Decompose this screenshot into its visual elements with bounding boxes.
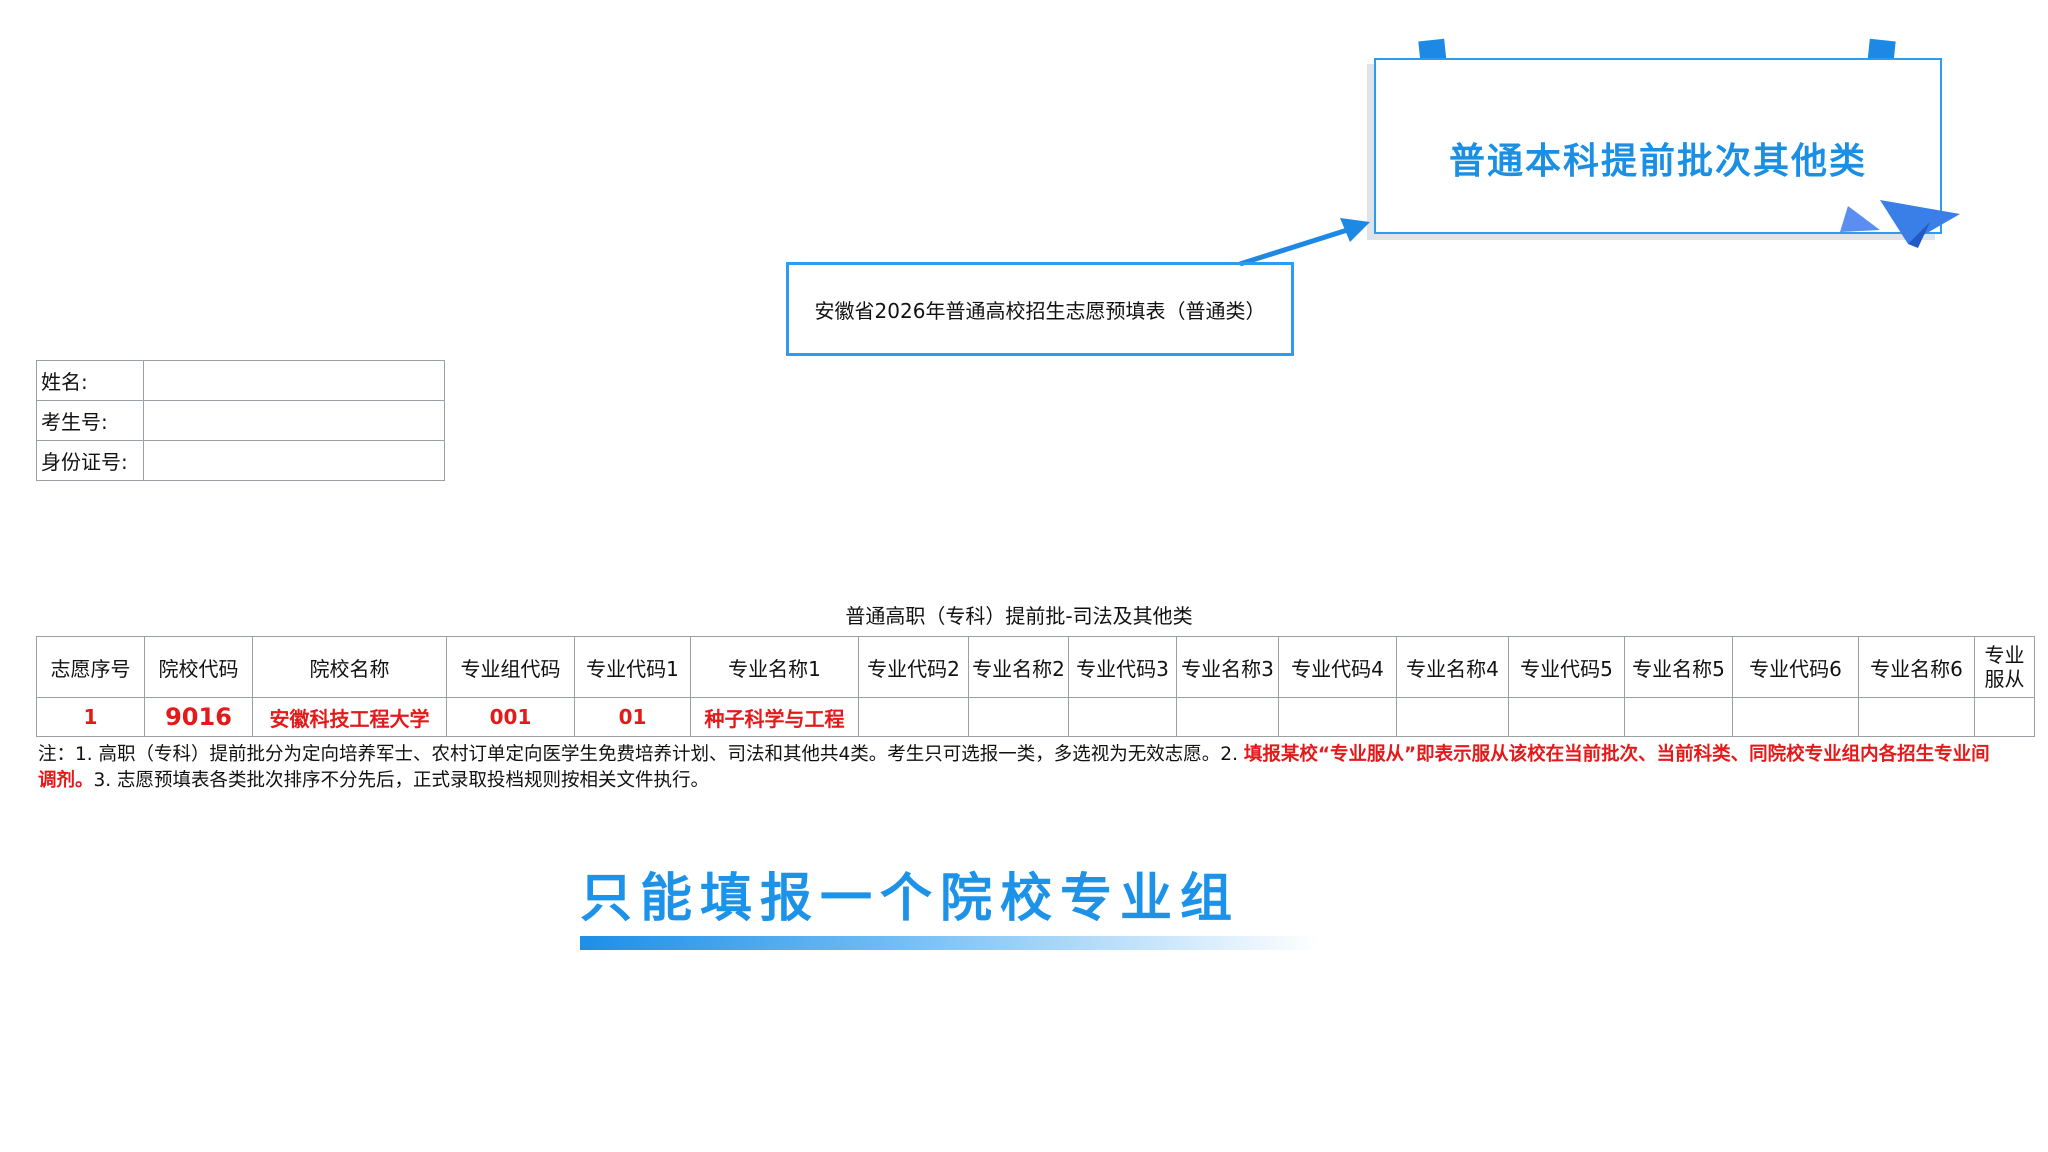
personal-info-table: 姓名: 考生号: 身份证号: — [36, 360, 445, 481]
paper-plane-icon — [1880, 200, 1960, 244]
major-code-6-cell[interactable] — [1732, 697, 1859, 737]
column-header: 专业代码5 — [1508, 636, 1625, 698]
exam-id-field[interactable] — [143, 400, 445, 441]
major-group-code-cell[interactable]: 001 — [446, 697, 575, 737]
table-header-row: 志愿序号 院校代码 院校名称 专业组代码 专业代码1 专业名称1 专业代码2 专… — [36, 636, 2035, 698]
banner-underline — [580, 936, 1320, 950]
major-code-4-cell[interactable] — [1278, 697, 1397, 737]
table-row: 1 9016 安徽科技工程大学 001 01 种子科学与工程 — [36, 697, 2035, 737]
column-header: 专业代码6 — [1732, 636, 1859, 698]
notes-part-2-emphasis: 填报某校“专业服从”即表示服从该校在当前批次、当前科类、同院校专业组内各招生专业… — [38, 744, 1990, 791]
column-header: 院校名称 — [252, 636, 447, 698]
column-header: 专业代码3 — [1068, 636, 1177, 698]
major-code-2-cell[interactable] — [858, 697, 969, 737]
school-code-cell[interactable]: 9016 — [144, 697, 253, 737]
exam-id-label: 考生号: — [36, 400, 144, 441]
info-row-name: 姓名: — [36, 360, 445, 401]
id-card-field[interactable] — [143, 440, 445, 481]
banner-text: 只能填报一个院校专业组 — [580, 869, 1241, 929]
small-plane-icon — [1840, 206, 1880, 232]
major-name-2-cell[interactable] — [968, 697, 1069, 737]
major-name-5-cell[interactable] — [1624, 697, 1733, 737]
id-card-label: 身份证号: — [36, 440, 144, 481]
major-code-5-cell[interactable] — [1508, 697, 1625, 737]
section-caption: 普通高职（专科）提前批-司法及其他类 — [845, 604, 1193, 628]
school-name-cell[interactable]: 安徽科技工程大学 — [252, 697, 447, 737]
arrow-line — [1239, 223, 1361, 267]
column-header: 专业名称2 — [968, 636, 1069, 698]
column-header: 专业名称4 — [1396, 636, 1509, 698]
major-name-1-cell[interactable]: 种子科学与工程 — [690, 697, 859, 737]
column-header: 专业代码4 — [1278, 636, 1397, 698]
major-code-3-cell[interactable] — [1068, 697, 1177, 737]
notes-part-1: 注：1. 高职（专科）提前批分为定向培养军士、农村订单定向医学生免费培养计划、司… — [38, 744, 1244, 765]
notes-part-3: 3. 志愿预填表各类批次排序不分先后，正式录取投档规则按相关文件执行。 — [93, 770, 710, 791]
column-header: 院校代码 — [144, 636, 253, 698]
column-header: 专业代码1 — [574, 636, 691, 698]
arrow-head-icon — [1340, 218, 1370, 242]
callout-card: 普通本科提前批次其他类 — [1374, 58, 1942, 234]
column-header: 专业名称5 — [1624, 636, 1733, 698]
choice-order-cell[interactable]: 1 — [36, 697, 145, 737]
notes: 注：1. 高职（专科）提前批分为定向培养军士、农村订单定向医学生免费培养计划、司… — [38, 742, 1998, 794]
name-label: 姓名: — [36, 360, 144, 401]
info-row-id-card: 身份证号: — [36, 440, 445, 481]
column-header: 专业名称3 — [1176, 636, 1279, 698]
choices-table: 志愿序号 院校代码 院校名称 专业组代码 专业代码1 专业名称1 专业代码2 专… — [36, 636, 2035, 737]
name-field[interactable] — [143, 360, 445, 401]
column-header: 志愿序号 — [36, 636, 145, 698]
major-name-3-cell[interactable] — [1176, 697, 1279, 737]
major-code-1-cell[interactable]: 01 — [574, 697, 691, 737]
major-name-4-cell[interactable] — [1396, 697, 1509, 737]
column-header: 专业服从 — [1974, 636, 2035, 698]
form-title: 安徽省2026年普通高校招生志愿预填表（普通类） — [786, 262, 1294, 356]
column-header: 专业组代码 — [446, 636, 575, 698]
major-obey-cell[interactable] — [1974, 697, 2035, 737]
column-header: 专业名称6 — [1858, 636, 1975, 698]
column-header: 专业名称1 — [690, 636, 859, 698]
info-row-exam-id: 考生号: — [36, 400, 445, 441]
callout-title: 普通本科提前批次其他类 — [1448, 141, 1867, 182]
major-name-6-cell[interactable] — [1858, 697, 1975, 737]
column-header: 专业代码2 — [858, 636, 969, 698]
